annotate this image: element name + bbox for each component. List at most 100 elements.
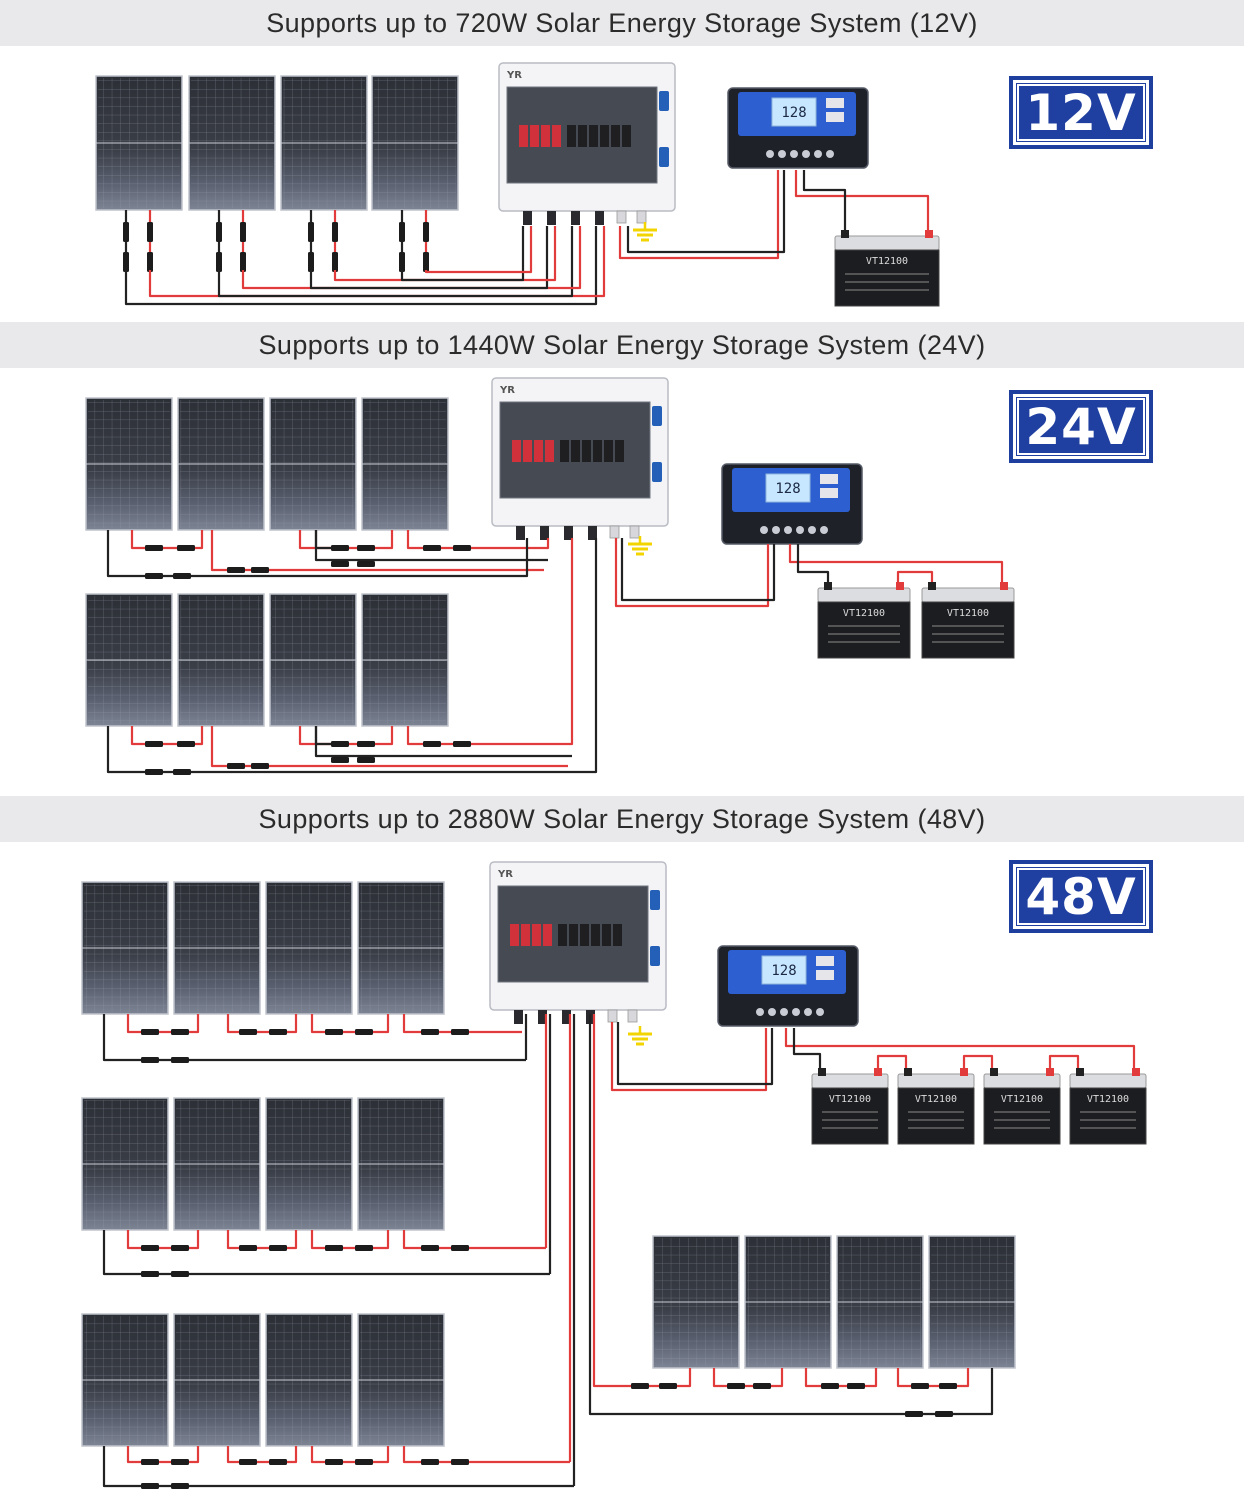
solar-panel <box>81 1097 169 1231</box>
cable-gland-pe <box>627 1009 638 1023</box>
fuse-holder <box>545 440 554 462</box>
mc4-connector <box>332 252 338 272</box>
mc4-connector <box>123 222 129 242</box>
red-wire <box>794 170 930 230</box>
breaker <box>593 440 602 462</box>
connector-body <box>399 222 405 242</box>
connector-body <box>399 252 405 272</box>
battery-case <box>983 1087 1061 1145</box>
mc4-connector <box>177 545 195 551</box>
connector-body <box>171 1057 189 1063</box>
solar-panel <box>265 881 353 1015</box>
red-wire <box>896 570 934 582</box>
connector-body <box>331 561 349 567</box>
mc4-connector <box>227 567 245 573</box>
connector-body <box>227 763 245 769</box>
mc4-connector <box>451 1245 469 1251</box>
black-wire <box>314 726 572 758</box>
battery-terminal-neg <box>824 582 832 590</box>
connector-body <box>173 573 191 579</box>
red-wire <box>310 1014 390 1034</box>
cable-gland-pe <box>629 525 640 539</box>
connector-body <box>355 1459 373 1465</box>
combiner-latch <box>650 946 660 966</box>
red-wire <box>226 1230 298 1250</box>
combiner-brand: YR <box>506 70 522 81</box>
battery: VT12100 <box>811 1068 889 1145</box>
mc4-connector <box>939 1383 957 1389</box>
connector-body <box>177 545 195 551</box>
fuse-holder <box>530 125 539 147</box>
connector-body <box>240 222 246 242</box>
solar-panel <box>652 1235 740 1369</box>
terminal-screw <box>778 150 786 158</box>
solar-panel <box>361 593 449 727</box>
solar-panel <box>177 397 265 531</box>
connector-body <box>141 1459 159 1465</box>
breaker <box>560 440 569 462</box>
mc4-connector <box>269 1029 287 1035</box>
mc4-connector <box>171 1057 189 1063</box>
connector-body <box>171 1271 189 1277</box>
combiner-latch <box>659 91 669 111</box>
mc4-connector <box>240 252 246 272</box>
section-48v-title-bar: Supports up to 2880W Solar Energy Storag… <box>0 796 1244 842</box>
battery-lid <box>811 1073 889 1089</box>
battery-terminal-pos <box>896 582 904 590</box>
mc4-connector <box>171 1029 189 1035</box>
connector-body <box>145 741 163 747</box>
battery-terminal-neg <box>841 230 849 238</box>
red-wire <box>406 538 574 746</box>
black-wire <box>792 1028 822 1068</box>
mc4-connector <box>251 567 269 573</box>
mc4-connector <box>141 1029 159 1035</box>
mc4-connector <box>331 561 349 567</box>
combiner-box: YR <box>491 377 669 540</box>
mc4-connector <box>240 222 246 242</box>
red-wire <box>130 530 204 550</box>
solar-panel <box>357 1313 445 1447</box>
usb-port <box>820 488 838 498</box>
breaker <box>569 924 578 946</box>
mc4-connector <box>145 769 163 775</box>
battery-case <box>921 601 1015 659</box>
mc4-connector <box>753 1383 771 1389</box>
connector-body <box>216 252 222 272</box>
battery-terminal-pos <box>1000 582 1008 590</box>
connector-body <box>421 1459 439 1465</box>
battery-terminal-neg <box>928 582 936 590</box>
connector-body <box>141 1483 159 1489</box>
mc4-connector <box>727 1383 745 1389</box>
connector-body <box>453 741 471 747</box>
voltage-badge-48v: 48V <box>1009 860 1153 933</box>
section-12v-title: Supports up to 720W Solar Energy Storage… <box>266 8 978 38</box>
red-wire <box>226 1014 298 1034</box>
connector-body <box>935 1411 953 1417</box>
red-wire <box>804 1368 878 1388</box>
mc4-connector <box>905 1411 923 1417</box>
solar-panel <box>928 1235 1016 1369</box>
connector-body <box>331 757 349 763</box>
battery-label: VT12100 <box>1001 1094 1043 1105</box>
connector-body <box>451 1245 469 1251</box>
mc4-connector <box>251 763 269 769</box>
mc4-connector <box>173 573 191 579</box>
mc4-connector <box>332 222 338 242</box>
connector-body <box>325 1459 343 1465</box>
fuse-holder <box>532 924 541 946</box>
controller-lcd <box>771 97 817 127</box>
cable-gland <box>514 1010 523 1024</box>
mc4-connector <box>177 741 195 747</box>
breaker <box>602 924 611 946</box>
combiner-brand: YR <box>499 385 515 396</box>
mc4-connector <box>308 222 314 242</box>
terminal-screw <box>790 150 798 158</box>
terminal-screw <box>796 526 804 534</box>
mc4-connector <box>239 1245 257 1251</box>
mc4-connector <box>935 1411 953 1417</box>
fuse-holder <box>543 924 552 946</box>
connector-body <box>423 252 429 272</box>
solar-panel <box>265 1097 353 1231</box>
mc4-connector <box>911 1383 929 1389</box>
